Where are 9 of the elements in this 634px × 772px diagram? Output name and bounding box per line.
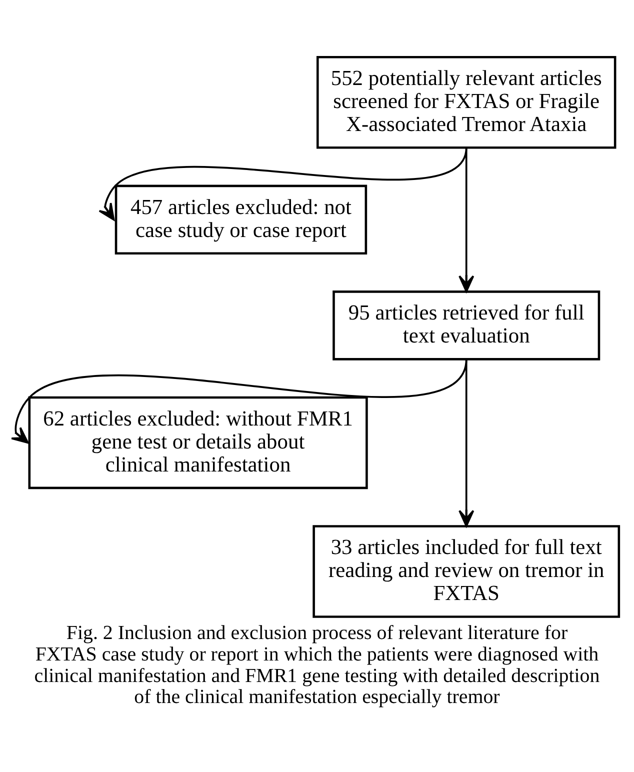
arrow — [458, 359, 474, 527]
caption: Fig. 2 Inclusion and exclusion process of relevant literature for FXTAS case study or report in which the patients were diagnosed with clinical manifestation and FMR1 gene testing with detailed description of the clinical manifestation especially tremor — [34, 622, 600, 708]
node-box: 33 articles included for full text reading and review on tremor in FXTAS — [312, 525, 620, 618]
node-box: 62 articles excluded: without FMR1 gene test or details about clinical manifestation — [28, 396, 368, 490]
node-box: 95 articles retrieved for full text evaluation — [332, 290, 600, 360]
arrow — [98, 147, 468, 221]
node-box: 457 articles excluded: not case study or case report — [114, 184, 368, 255]
node-box: 552 potentially relevant articles screened for FXTAS or Fragile X-associated Tremor Ataxia — [316, 56, 616, 149]
arrow — [458, 148, 474, 292]
